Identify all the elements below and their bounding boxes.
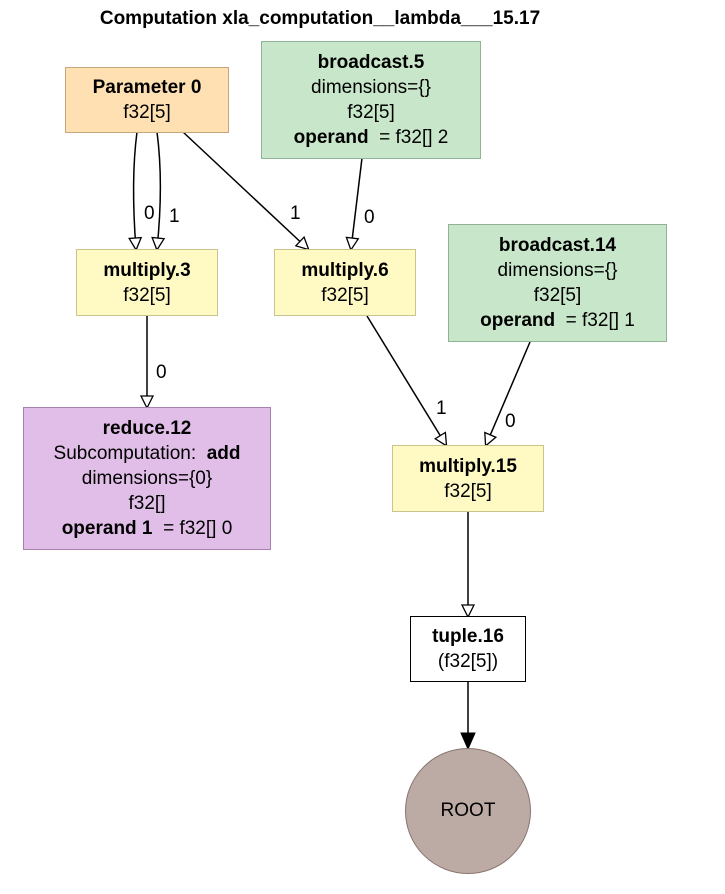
node-shape: f32[5]	[123, 284, 171, 306]
node-broadcast-14[interactable]: broadcast.14 dimensions={} f32[5] operan…	[448, 224, 667, 342]
node-attr: dimensions={0}	[81, 468, 213, 489]
edge-label: 1	[169, 206, 180, 227]
node-operand: operand = f32[] 2	[262, 125, 480, 150]
node-tuple-16[interactable]: tuple.16 (f32[5])	[410, 616, 526, 682]
edge-label: 0	[364, 207, 375, 228]
node-title: broadcast.5	[317, 52, 425, 73]
edge-label: 0	[156, 362, 167, 383]
node-title: Parameter 0	[92, 77, 202, 98]
edge-label: 1	[290, 203, 301, 224]
edge-param0-multiply6	[182, 131, 308, 249]
operand-label: operand	[293, 127, 369, 148]
node-shape: f32[5]	[533, 285, 582, 306]
node-shape: f32[5]	[347, 102, 395, 123]
node-title: broadcast.14	[498, 235, 617, 256]
operand-label: operand	[480, 310, 556, 331]
node-title: tuple.16	[432, 626, 504, 647]
node-shape: f32[]	[128, 493, 166, 514]
operand-value: = f32[] 2	[379, 127, 449, 148]
node-title: reduce.12	[102, 418, 192, 439]
edge-label: 0	[505, 411, 516, 432]
node-title: multiply.6	[301, 259, 389, 281]
edge-broadcast14-multiply15	[486, 341, 531, 445]
node-shape: (f32[5])	[437, 651, 499, 672]
edge-broadcast5-multiply6	[351, 157, 363, 249]
node-shape: f32[5]	[123, 102, 171, 123]
operand-value: = f32[] 1	[565, 310, 635, 331]
node-broadcast-5[interactable]: broadcast.5 dimensions={} f32[5] operand…	[261, 41, 481, 159]
edge-label: 1	[436, 398, 447, 419]
node-multiply-3[interactable]: multiply.3 f32[5]	[76, 249, 218, 316]
edge-param0-multiply3-0	[134, 131, 138, 249]
node-title: ROOT	[440, 800, 496, 821]
edge-label: 0	[144, 203, 155, 224]
node-shape: f32[5]	[321, 284, 369, 306]
node-title: multiply.3	[103, 259, 191, 281]
sub-label: Subcomputation:	[53, 443, 197, 464]
node-title: multiply.15	[419, 455, 517, 477]
sub-value: add	[206, 443, 241, 464]
node-multiply-6[interactable]: multiply.6 f32[5]	[274, 249, 416, 316]
node-parameter-0[interactable]: Parameter 0 f32[5]	[65, 67, 229, 133]
node-operand: operand 1 = f32[] 0	[24, 516, 270, 541]
node-operand: operand = f32[] 1	[449, 308, 666, 333]
node-multiply-15[interactable]: multiply.15 f32[5]	[392, 445, 544, 512]
node-root[interactable]: ROOT	[405, 748, 531, 874]
node-reduce-12[interactable]: reduce.12 Subcomputation: add dimensions…	[23, 407, 271, 550]
edge-param0-multiply3-1	[157, 131, 160, 249]
edge-multiply6-multiply15	[366, 315, 446, 445]
node-subcomputation: Subcomputation: add	[24, 441, 270, 466]
operand-label: operand 1	[61, 518, 153, 539]
node-attr: dimensions={}	[311, 77, 431, 98]
operand-value: = f32[] 0	[163, 518, 233, 539]
node-attr: dimensions={}	[497, 260, 618, 281]
graph-title: Computation xla_computation__lambda___15…	[99, 8, 541, 29]
node-shape: f32[5]	[444, 480, 492, 502]
